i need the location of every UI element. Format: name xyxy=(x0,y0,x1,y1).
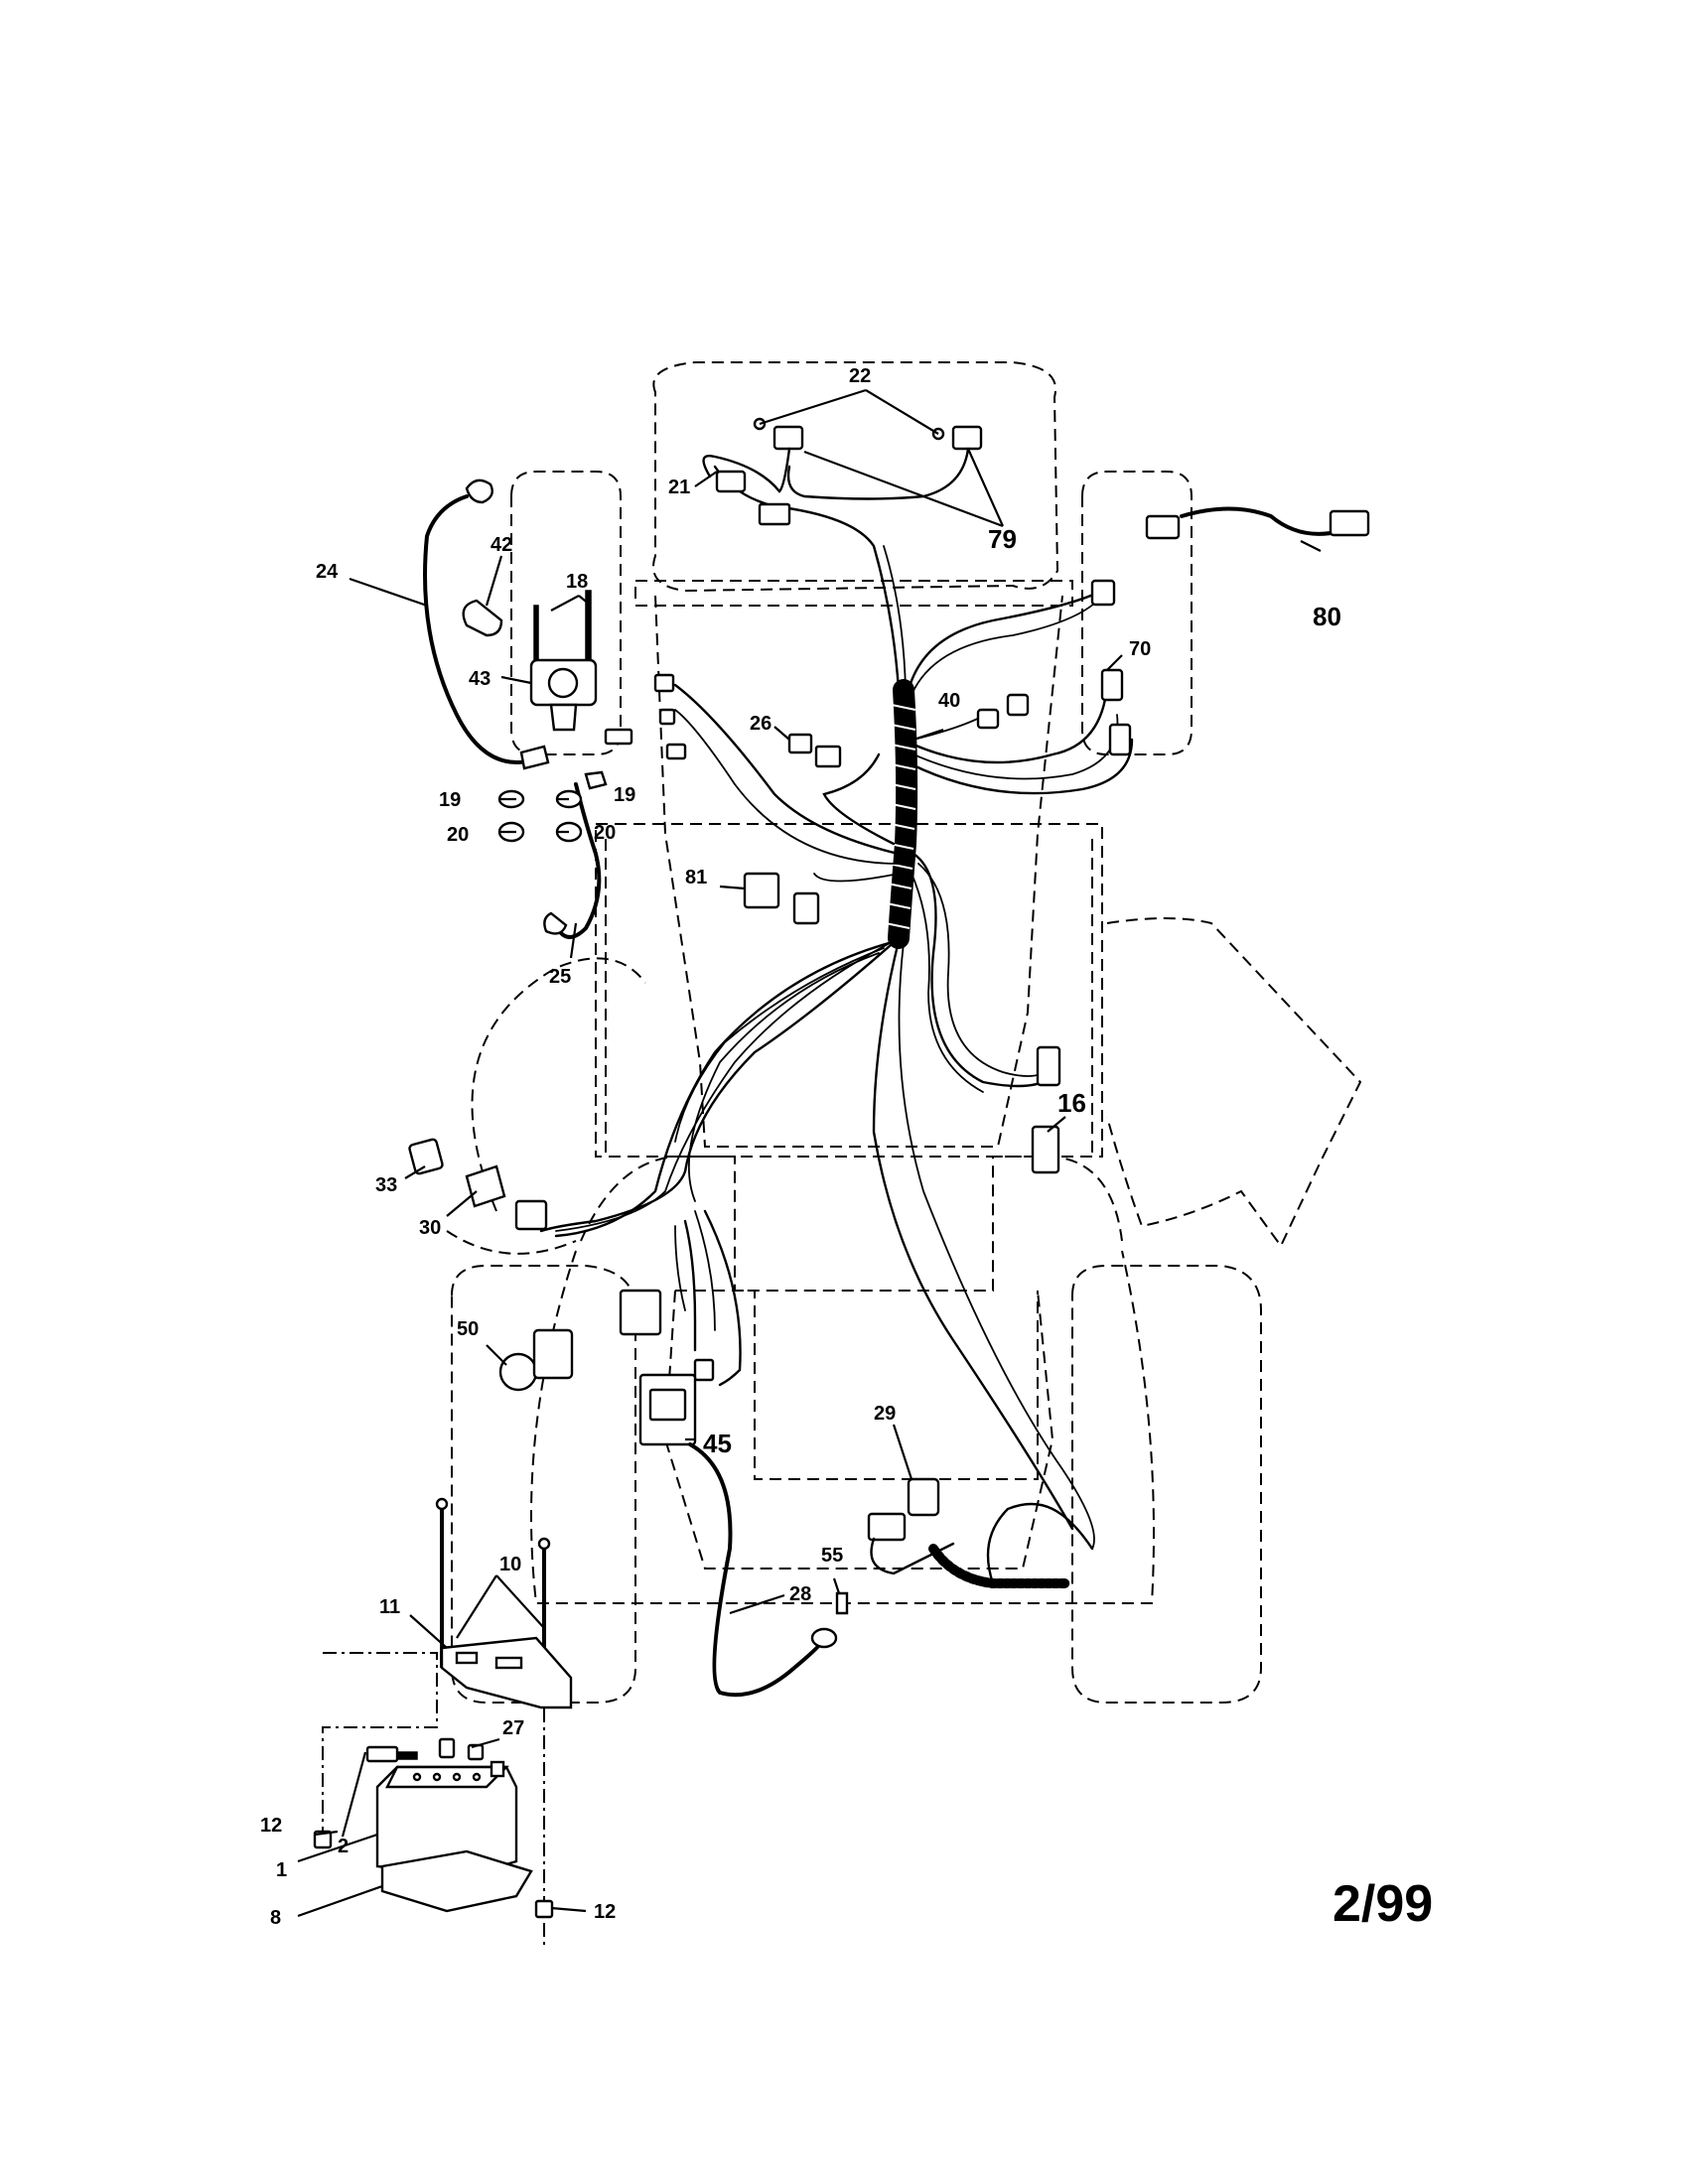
callout-80: 80 xyxy=(1313,602,1341,631)
relays xyxy=(743,733,842,925)
callout-28: 28 xyxy=(789,1583,811,1605)
callout-11: 11 xyxy=(379,1596,400,1618)
switch-assembly-79 xyxy=(702,417,983,526)
ignition-switch-30 xyxy=(408,1138,548,1231)
callout-45: 45 xyxy=(703,1429,732,1458)
callout-27: 27 xyxy=(502,1717,524,1739)
solenoid-43 xyxy=(462,590,598,732)
callout-2: 2 xyxy=(338,1836,349,1857)
connector-16 xyxy=(1031,1045,1061,1174)
main-harness-loom xyxy=(885,679,918,949)
callout-26: 26 xyxy=(750,713,772,735)
leader-lines xyxy=(297,388,1322,1918)
callout-42: 42 xyxy=(491,534,512,556)
headlight-switch-50 xyxy=(498,1328,574,1392)
footer-code: 2/99 xyxy=(1333,1875,1433,1933)
callout-1: 1 xyxy=(276,1859,287,1881)
callout-21: 21 xyxy=(668,477,690,498)
callout-50: 50 xyxy=(457,1318,479,1340)
callout-33: 33 xyxy=(375,1174,397,1196)
cable-24 xyxy=(423,478,550,770)
callout-79: 79 xyxy=(988,524,1017,554)
callout-12-right: 12 xyxy=(594,1901,616,1923)
callout-40: 40 xyxy=(938,690,960,712)
callout-70: 70 xyxy=(1129,638,1151,660)
seat-switch-29 xyxy=(867,1477,1094,1588)
harness-wires xyxy=(539,465,1134,1550)
callout-81: 81 xyxy=(685,867,707,888)
callout-19-right: 19 xyxy=(614,784,635,806)
callout-10: 10 xyxy=(499,1554,521,1575)
callout-20-left: 20 xyxy=(447,824,469,846)
callout-20-right: 20 xyxy=(594,822,616,844)
harness-80 xyxy=(1145,506,1370,540)
callout-19-left: 19 xyxy=(439,789,461,811)
ground-cable-28 xyxy=(688,1442,849,1698)
callout-24: 24 xyxy=(316,561,339,583)
callout-25: 25 xyxy=(549,966,571,988)
callout-43: 43 xyxy=(469,668,491,690)
callout-12-left: 12 xyxy=(260,1815,282,1837)
terminals-left xyxy=(604,673,687,760)
callout-16: 16 xyxy=(1057,1088,1086,1118)
callout-18: 18 xyxy=(566,571,588,593)
tractor-outline xyxy=(322,361,1362,1946)
callout-labels: 22 21 79 24 42 18 43 19 20 19 20 26 40 7… xyxy=(260,365,1341,1929)
battery-group xyxy=(313,1497,573,1919)
callout-8: 8 xyxy=(270,1907,281,1929)
connectors-70 xyxy=(976,579,1132,756)
hour-meter-45 xyxy=(638,1373,697,1446)
callout-30: 30 xyxy=(419,1217,441,1239)
callout-22: 22 xyxy=(849,365,871,387)
callout-29: 29 xyxy=(874,1403,896,1425)
callout-55: 55 xyxy=(821,1545,843,1567)
connector-block xyxy=(619,1289,715,1382)
